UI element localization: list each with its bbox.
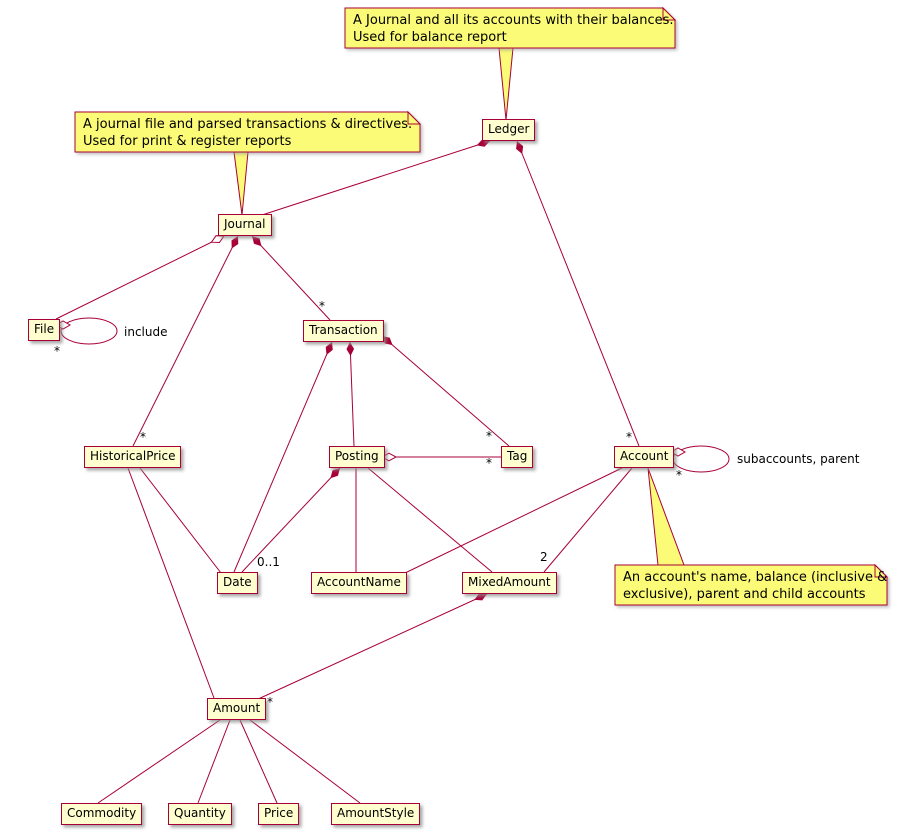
edge-amount-price bbox=[239, 719, 278, 804]
class-amount: Amount bbox=[207, 698, 267, 720]
note-journal-line1: A journal file and parsed transactions &… bbox=[83, 117, 413, 132]
multiplicity-journal-transaction: * bbox=[319, 299, 325, 313]
account-subaccounts-open-diamond bbox=[669, 447, 687, 457]
edge-amount-quantity bbox=[197, 719, 231, 804]
note-journal-shape bbox=[74, 111, 421, 153]
class-amountstyle: AmountStyle bbox=[331, 803, 421, 825]
edge-label-subaccounts: subaccounts, parent bbox=[737, 452, 860, 466]
class-quantity: Quantity bbox=[168, 803, 232, 825]
note-account-line2: exclusive), parent and child accounts bbox=[623, 587, 866, 602]
class-mixedamount: MixedAmount bbox=[462, 572, 557, 594]
note-account: An account's name, balance (inclusive & … bbox=[623, 569, 887, 603]
edge-ledger-account bbox=[516, 140, 640, 447]
edge-label-texts: include subaccounts, parent * * * * * 0.… bbox=[54, 299, 860, 709]
class-account: Account bbox=[614, 446, 675, 468]
notes bbox=[74, 6, 889, 606]
edge-posting-date bbox=[241, 467, 341, 573]
note-journal: A journal file and parsed transactions &… bbox=[83, 116, 412, 150]
edge-amount-commodity bbox=[97, 719, 221, 804]
edge-journal-transaction bbox=[251, 235, 331, 321]
edge-mixedamount-amount bbox=[255, 593, 488, 701]
note-connector-journal bbox=[233, 151, 249, 216]
note-account-fold bbox=[874, 563, 889, 578]
multiplicity-file-include: * bbox=[54, 344, 60, 358]
edge-journal-historicalprice bbox=[132, 235, 239, 447]
class-ledger: Ledger bbox=[482, 119, 536, 141]
class-price: Price bbox=[258, 803, 300, 825]
note-journal-line2: Used for print & register reports bbox=[83, 134, 292, 149]
edge-account-accountname bbox=[402, 467, 623, 575]
class-date: Date bbox=[217, 572, 258, 594]
note-account-line1: An account's name, balance (inclusive & bbox=[623, 570, 888, 585]
note-ledger: A Journal and all its accounts with thei… bbox=[353, 12, 674, 46]
edge-transaction-posting bbox=[346, 341, 355, 447]
edge-ledger-journal bbox=[261, 139, 491, 216]
edges bbox=[54, 139, 730, 804]
multiplicity-account-subaccounts: * bbox=[676, 468, 682, 482]
class-transaction: Transaction bbox=[303, 320, 384, 342]
edge-journal-file bbox=[55, 236, 224, 320]
file-include-self-loop bbox=[60, 317, 118, 345]
multiplicity-transaction-tag: * bbox=[486, 429, 492, 443]
note-ledger-line2: Used for balance report bbox=[353, 30, 507, 45]
edge-transaction-date bbox=[233, 341, 333, 573]
note-journal-fold bbox=[407, 110, 422, 125]
note-connector-account bbox=[647, 467, 685, 566]
multiplicity-account-mixedamount: 2 bbox=[540, 550, 548, 564]
multiplicity-posting-tag: * bbox=[486, 456, 492, 470]
edge-historicalprice-amount bbox=[127, 467, 215, 699]
edge-amount-amountstyle bbox=[249, 719, 361, 804]
class-file: File bbox=[28, 319, 61, 341]
edge-account-mixedamount bbox=[543, 467, 633, 573]
class-journal: Journal bbox=[218, 214, 272, 236]
class-accountname: AccountName bbox=[311, 572, 407, 594]
class-commodity: Commodity bbox=[61, 803, 143, 825]
note-connector-ledger bbox=[498, 47, 514, 121]
multiplicity-posting-date: 0..1 bbox=[257, 555, 280, 569]
class-tag: Tag bbox=[501, 446, 534, 468]
edge-posting-mixedamount bbox=[367, 467, 493, 573]
note-ledger-shape bbox=[344, 7, 676, 49]
edge-transaction-tag bbox=[381, 335, 510, 447]
multiplicity-mixedamount-amount: * bbox=[267, 695, 273, 709]
note-account-shape bbox=[614, 564, 888, 606]
note-ledger-fold bbox=[662, 6, 677, 21]
class-historicalprice: HistoricalPrice bbox=[84, 446, 182, 468]
edge-historicalprice-date bbox=[139, 467, 222, 574]
class-posting: Posting bbox=[329, 446, 385, 468]
multiplicity-ledger-account: * bbox=[626, 430, 632, 444]
multiplicity-journal-historicalprice: * bbox=[140, 430, 146, 444]
note-ledger-line1: A Journal and all its accounts with thei… bbox=[353, 13, 674, 28]
edge-label-include: include bbox=[124, 325, 167, 339]
